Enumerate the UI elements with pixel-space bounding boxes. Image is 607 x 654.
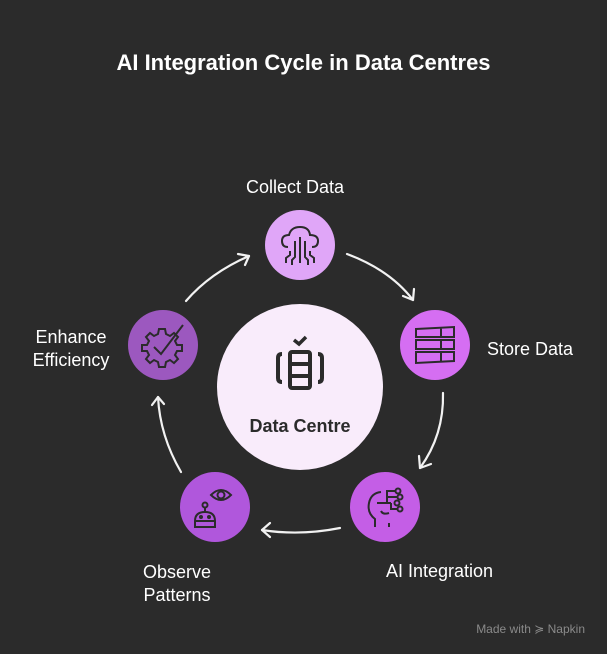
center-hub: Data Centre <box>217 304 383 470</box>
step-label-collect-data: Collect Data <box>246 177 345 197</box>
step-label-enhance-efficiency: Enhance Efficiency <box>26 326 116 372</box>
step-ai-integration[interactable] <box>350 472 420 542</box>
arrow-enhance-to-collect <box>184 254 251 303</box>
server-rack-check-icon <box>276 335 324 390</box>
diagram-title: AI Integration Cycle in Data Centres <box>116 50 491 75</box>
head-circuit-icon <box>367 487 404 527</box>
brand-text: Napkin <box>547 622 585 636</box>
label-line: Patterns <box>143 585 211 605</box>
napkin-logo-icon: ≽ <box>534 622 545 636</box>
storage-stack-icon <box>415 325 455 365</box>
step-store-data[interactable] <box>400 310 470 380</box>
step-collect-data[interactable] <box>265 210 335 280</box>
arrow-store-to-ai <box>418 391 445 470</box>
label-line: Observe <box>142 562 212 582</box>
robot-eye-icon <box>194 489 233 528</box>
gear-check-icon <box>141 324 184 368</box>
arrow-ai-to-observe <box>260 526 342 534</box>
arrow-collect-to-store <box>345 252 415 302</box>
step-label-store-data: Store Data <box>487 339 574 359</box>
cloud-circuit-icon <box>280 225 320 265</box>
made-with-napkin[interactable]: Made with ≽ Napkin <box>476 622 585 636</box>
label-line: Efficiency <box>32 350 110 370</box>
step-label-ai-integration: AI Integration <box>386 561 494 581</box>
step-enhance-efficiency[interactable] <box>128 310 198 380</box>
arrow-observe-to-enhance <box>156 395 183 474</box>
step-observe-patterns[interactable] <box>180 472 250 542</box>
label-line: Enhance <box>35 327 107 347</box>
center-label: Data Centre <box>249 416 351 436</box>
step-label-observe-patterns: Observe Patterns <box>138 561 216 607</box>
made-with-text: Made with <box>476 622 531 636</box>
